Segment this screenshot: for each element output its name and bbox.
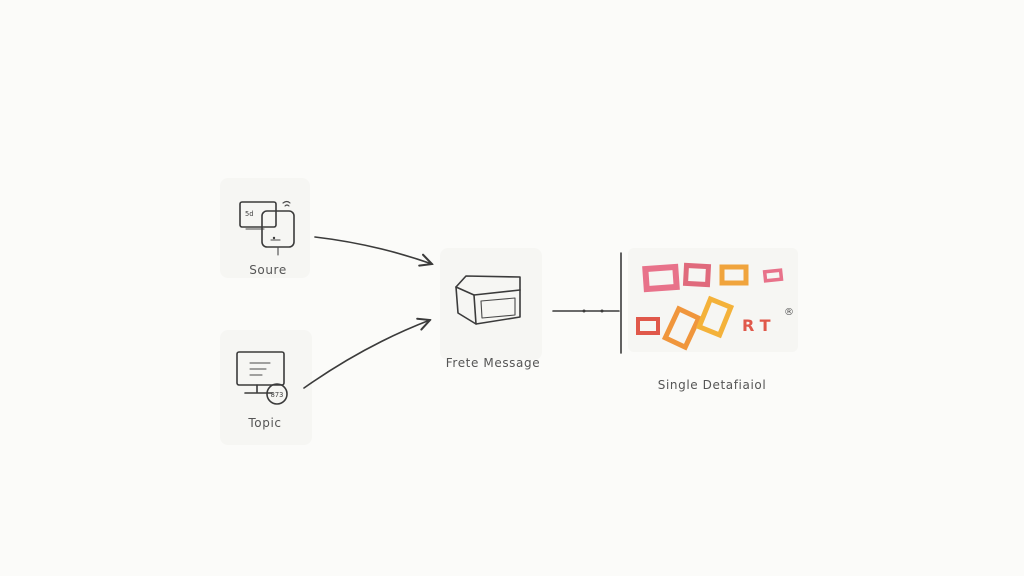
destination-marks: RT ®: [636, 262, 794, 351]
connector-message-to-destination: [552, 252, 622, 354]
topic-badge-text: 873: [271, 391, 284, 399]
source-node-bg: [220, 178, 310, 278]
message-box-icon: [455, 275, 521, 325]
destination-mark-1: [642, 263, 680, 293]
topic-node-bg: [220, 330, 312, 445]
arrow-topic-to-message: [303, 320, 430, 389]
destination-mark-5: [636, 317, 660, 335]
arrow-source-to-message: [314, 236, 432, 264]
destination-letters: RT: [742, 316, 777, 335]
message-node-bg: [440, 248, 542, 360]
destination-mark-2: [682, 262, 712, 288]
destination-mark-7: [695, 295, 735, 339]
message-label: Frete Message: [445, 356, 541, 370]
destination-mark-4: [762, 268, 784, 283]
topic-label: Topic: [248, 416, 282, 430]
destination-mark-6: [661, 305, 703, 351]
topic-icon: 873: [236, 351, 288, 405]
destination-symbol: ®: [784, 307, 794, 318]
source-label: Soure: [249, 263, 287, 277]
destination-mark-3: [719, 264, 749, 286]
source-screen-text: 5d: [245, 210, 253, 218]
source-icon: 5d: [239, 200, 295, 256]
destination-label: Single Detafiaiol: [657, 378, 767, 392]
